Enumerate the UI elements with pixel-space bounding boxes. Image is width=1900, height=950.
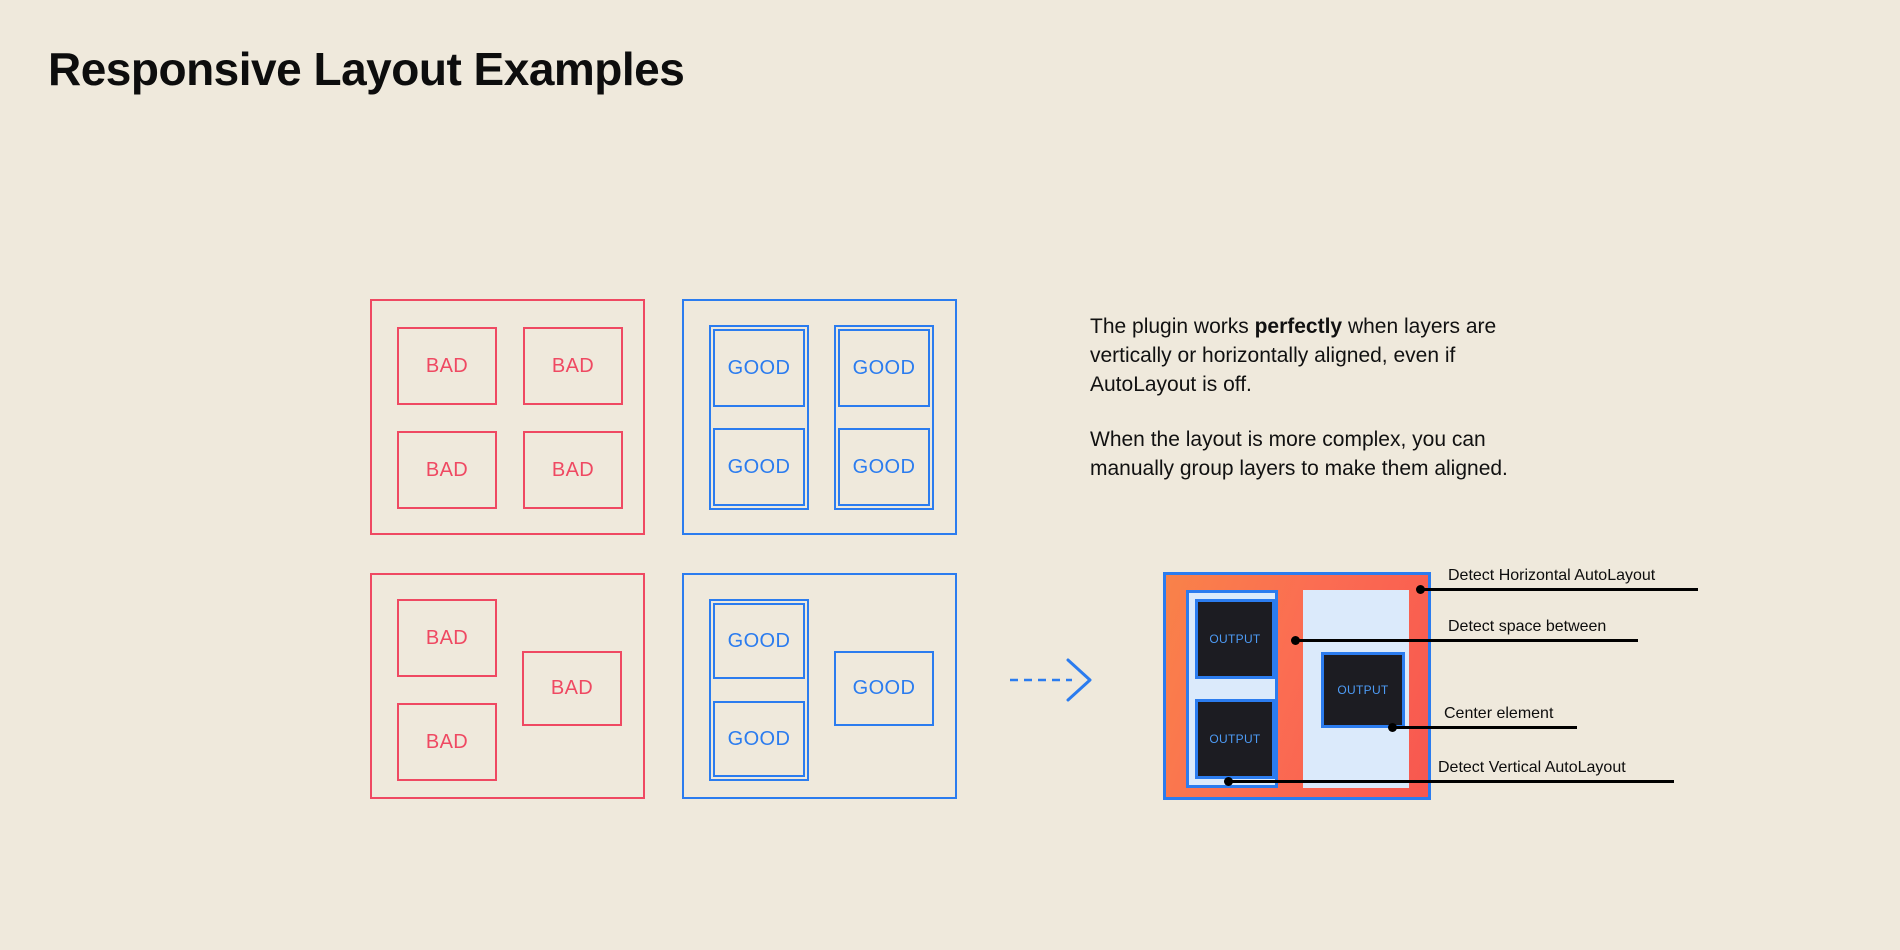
cell-label: BAD: [551, 458, 595, 481]
bad-cell: BAD: [397, 327, 497, 405]
callout-label: Detect space between: [1448, 618, 1607, 635]
autolayout-detection-mock: OUTPUT OUTPUT OUTPUT: [1163, 572, 1431, 800]
cell-label: BAD: [425, 626, 469, 649]
cell-label: BAD: [551, 354, 595, 377]
leader-line: [1295, 639, 1638, 642]
good-panel-complex: GOOD GOOD GOOD: [682, 573, 957, 799]
mock-right-column: OUTPUT: [1303, 590, 1409, 788]
output-label: OUTPUT: [1209, 632, 1261, 646]
bad-cell: BAD: [522, 651, 622, 726]
callout-detect-space-between: Detect space between: [1291, 618, 1638, 645]
callout-label: Detect Vertical AutoLayout: [1438, 759, 1626, 776]
paragraph-1: The plugin works perfectly when layers a…: [1090, 312, 1560, 399]
dashed-arrow-right-icon: [1010, 655, 1100, 705]
description-text: The plugin works perfectly when layers a…: [1090, 312, 1560, 483]
cell-label: GOOD: [727, 629, 791, 652]
bad-cell: BAD: [523, 431, 623, 509]
cell-label: GOOD: [852, 455, 916, 478]
leader-dot: [1388, 723, 1397, 732]
leader-dot: [1291, 636, 1300, 645]
bad-panel-grid: BAD BAD BAD BAD: [370, 299, 645, 535]
bad-cell: BAD: [397, 431, 497, 509]
callout-detect-vertical-autolayout: Detect Vertical AutoLayout: [1224, 759, 1674, 786]
cell-label: GOOD: [852, 677, 916, 699]
good-panel-grid: GOOD GOOD GOOD GOOD: [682, 299, 957, 535]
cell-label: GOOD: [727, 727, 791, 750]
cell-label: BAD: [425, 458, 469, 481]
mock-left-column-group: OUTPUT OUTPUT: [1186, 590, 1278, 788]
paragraph-1-emphasis: perfectly: [1254, 315, 1343, 338]
cell-label: GOOD: [727, 356, 791, 379]
bad-cell: BAD: [397, 599, 497, 677]
output-label: OUTPUT: [1337, 683, 1389, 697]
good-cell: GOOD: [838, 428, 930, 506]
cell-label: BAD: [550, 677, 594, 699]
good-cell: GOOD: [713, 428, 805, 506]
output-box: OUTPUT: [1195, 599, 1275, 679]
paragraph-2: When the layout is more complex, you can…: [1090, 428, 1508, 480]
good-cell: GOOD: [713, 603, 805, 679]
callout-label: Center element: [1444, 705, 1554, 722]
layer-group-outline: [709, 325, 809, 510]
leader-line: [1420, 588, 1698, 591]
good-cell: GOOD: [713, 329, 805, 407]
paragraph-1-before: The plugin works: [1090, 315, 1255, 338]
leader-dot: [1224, 777, 1233, 786]
output-label: OUTPUT: [1209, 732, 1261, 746]
output-box: OUTPUT: [1195, 699, 1275, 779]
callout-label: Detect Horizontal AutoLayout: [1448, 567, 1656, 584]
output-box: OUTPUT: [1321, 652, 1405, 728]
good-cell: GOOD: [834, 651, 934, 726]
cell-label: GOOD: [727, 455, 791, 478]
layer-group-outline: [834, 325, 934, 510]
callout-detect-horizontal-autolayout: Detect Horizontal AutoLayout: [1416, 567, 1698, 594]
good-cell: GOOD: [713, 701, 805, 777]
cell-label: BAD: [425, 730, 469, 753]
leader-dot: [1416, 585, 1425, 594]
cell-label: GOOD: [852, 356, 916, 379]
cell-label: BAD: [425, 354, 469, 377]
leader-line: [1392, 726, 1577, 729]
paragraph-1-after: when layers are vertically or horizontal…: [1090, 315, 1497, 396]
layer-group-outline: [709, 599, 809, 781]
bad-cell: BAD: [523, 327, 623, 405]
good-cell: GOOD: [838, 329, 930, 407]
page-title: Responsive Layout Examples: [48, 43, 685, 95]
bad-cell: BAD: [397, 703, 497, 781]
leader-line: [1228, 780, 1674, 783]
bad-panel-complex: BAD BAD BAD: [370, 573, 645, 799]
callout-center-element: Center element: [1388, 705, 1577, 732]
